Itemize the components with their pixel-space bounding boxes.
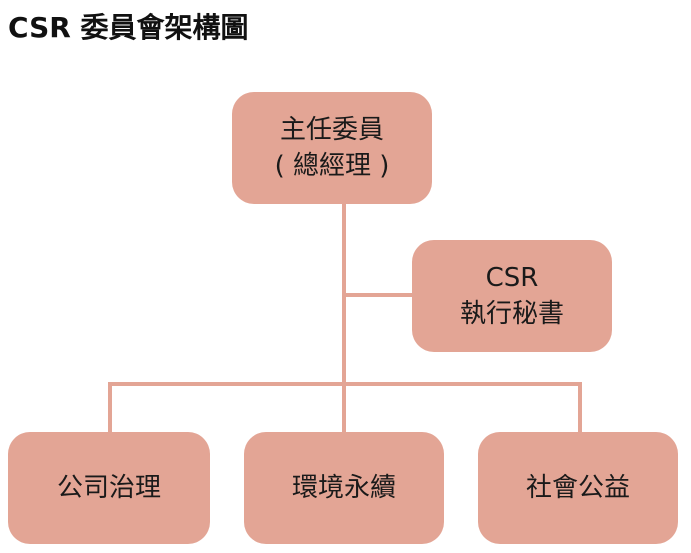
node-chairman-role: ( 總經理 )	[274, 151, 390, 181]
node-environmental-sustainability: 環境永續	[244, 432, 444, 544]
node-social-welfare: 社會公益	[478, 432, 678, 544]
node-governance-label: 公司治理	[56, 472, 161, 503]
node-environment-label: 環境永續	[291, 472, 396, 503]
node-corporate-governance: 公司治理	[8, 432, 210, 544]
node-secretary-line1: CSR	[485, 262, 539, 293]
node-executive-secretary: CSR 執行秘書	[412, 240, 612, 352]
node-welfare-label: 社會公益	[525, 472, 630, 503]
node-secretary-line2: 執行秘書	[459, 299, 564, 329]
node-chairman-title: 主任委員	[279, 114, 384, 145]
page-title: CSR 委員會架構圖	[8, 11, 249, 44]
node-chairman: 主任委員 ( 總經理 )	[232, 92, 432, 204]
